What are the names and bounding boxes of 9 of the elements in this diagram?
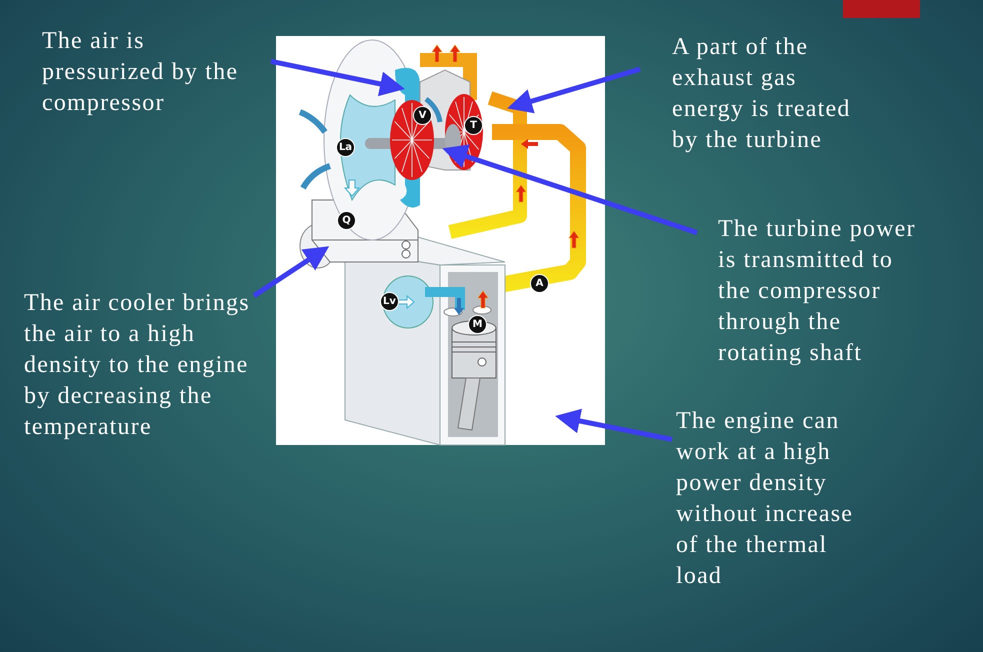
- callout-text: The air cooler brings the air to a high density to the engine by decreasing the temperature: [24, 288, 252, 443]
- callout-text: The air is pressurized by the compressor: [42, 26, 270, 119]
- callout-text: The turbine power is transmitted to the compressor through the rotating shaft: [718, 214, 932, 369]
- leader-line: [555, 408, 672, 442]
- leader-line: [252, 246, 330, 298]
- leader-line: [442, 144, 698, 235]
- callout-text: The engine can work at a high power density without increase of the thermal load: [676, 406, 876, 592]
- leader-line: [507, 66, 641, 114]
- callout-text: A part of the exhaust gas energy is treated by the turbine: [672, 32, 868, 156]
